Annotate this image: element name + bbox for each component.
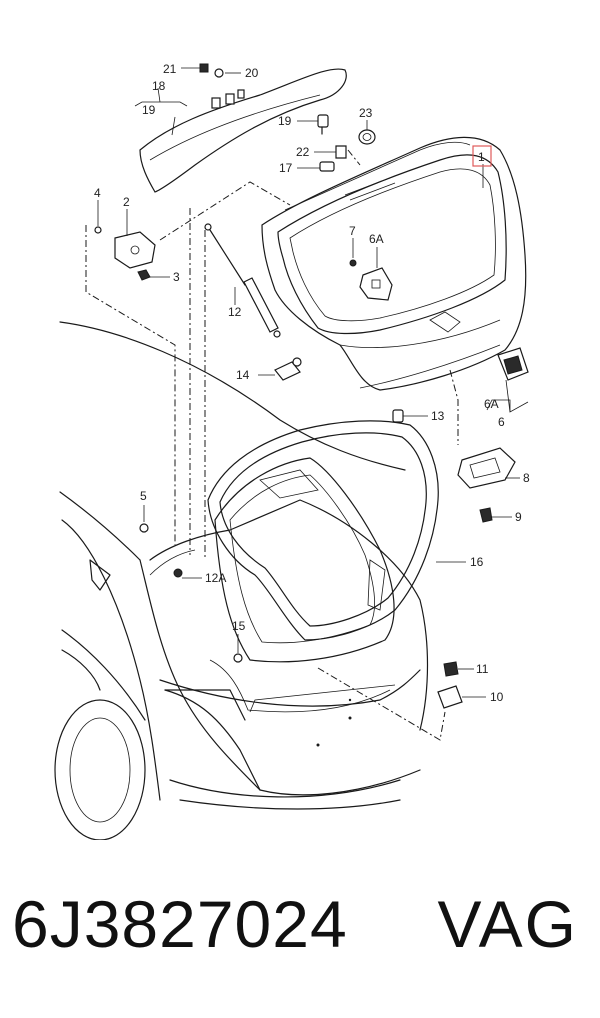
- roof-spoiler: [139, 68, 347, 193]
- screw-4: [94, 226, 102, 234]
- callout-15: 15: [232, 619, 246, 633]
- switch-10: [437, 685, 463, 709]
- car-body: [54, 321, 429, 840]
- callout-11: 11: [476, 662, 489, 676]
- tailgate-exploded-diagram: 21 20 18 19 19 23 22 17 1 4 2 3 12 7 6A …: [54, 62, 530, 840]
- brand-label: VAG: [437, 887, 578, 961]
- lock-8: [457, 447, 516, 489]
- callout-14: 14: [236, 368, 250, 382]
- ball-stud-14: [274, 357, 302, 381]
- screw-9: [479, 507, 493, 523]
- nut-3: [137, 269, 151, 281]
- clip-13: [392, 409, 404, 423]
- callout-6a-top: 6A: [369, 232, 384, 246]
- callout-4: 4: [94, 186, 101, 200]
- callout-labels: 21 20 18 19 19 23 22 17 1 4 2 3 12 7 6A …: [94, 62, 530, 704]
- assembly-lines: [85, 149, 459, 741]
- stud-5: [139, 523, 149, 533]
- callout-21: 21: [163, 62, 177, 76]
- plug-15: [233, 653, 243, 663]
- callout-1: 1: [478, 150, 485, 164]
- screw-11: [443, 661, 459, 677]
- callout-6: 6: [498, 415, 505, 429]
- clip-17: [319, 161, 335, 172]
- clip-19: [317, 114, 329, 135]
- ball-stud-12a: [173, 568, 183, 578]
- callout-13: 13: [431, 409, 445, 423]
- callout-6a-right: 6A: [484, 397, 499, 411]
- highlight-box: [472, 145, 492, 167]
- bracket-6a: [359, 267, 393, 301]
- screw-21: [199, 63, 209, 73]
- callout-2: 2: [123, 195, 130, 209]
- callout-3: 3: [173, 270, 180, 284]
- callout-8: 8: [523, 471, 530, 485]
- callout-17: 17: [279, 161, 293, 175]
- callout-22: 22: [296, 145, 310, 159]
- callout-12a: 12A: [205, 571, 226, 585]
- callout-5: 5: [140, 489, 147, 503]
- grommet-23: [358, 129, 376, 145]
- washer-20: [214, 68, 224, 78]
- buffer-22: [335, 145, 347, 159]
- callout-16: 16: [470, 555, 484, 569]
- callout-7: 7: [349, 224, 356, 238]
- callout-20: 20: [245, 66, 259, 80]
- hinge-2: [114, 231, 156, 269]
- callout-10: 10: [490, 690, 504, 704]
- callout-23: 23: [359, 106, 373, 120]
- tailgate-panel: [261, 136, 527, 391]
- nut-7: [349, 259, 357, 267]
- callout-12: 12: [228, 305, 242, 319]
- callout-19: 19: [278, 114, 292, 128]
- part-number: 6J3827024: [12, 887, 348, 961]
- leader-lines: [97, 67, 529, 698]
- footer: 6J3827024 VAG: [0, 880, 600, 1000]
- callout-9: 9: [515, 510, 522, 524]
- callout-18: 18: [152, 79, 166, 93]
- handle-switch-6: [497, 347, 529, 381]
- tailgate-seal: [207, 420, 439, 641]
- callout-19-left: 19: [142, 103, 156, 117]
- gas-strut-12: [204, 223, 281, 338]
